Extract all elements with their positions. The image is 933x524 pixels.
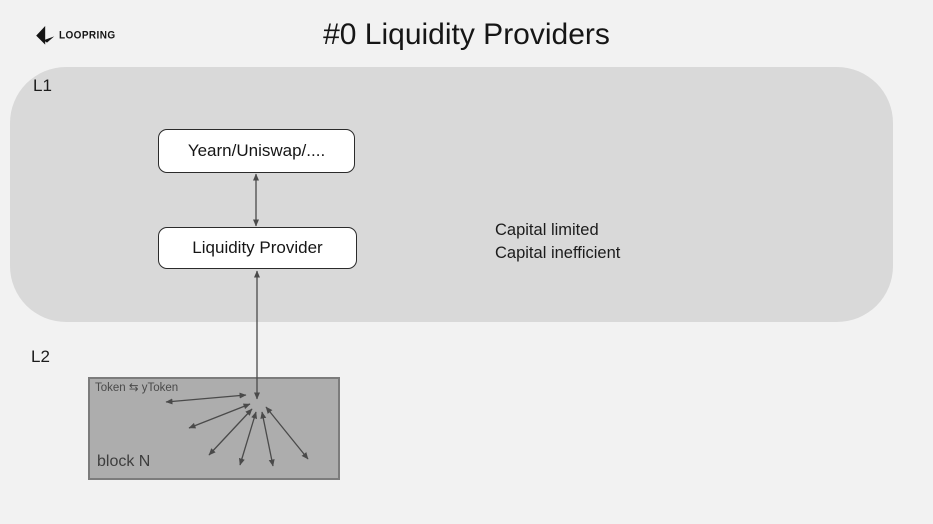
capital-note-line2: Capital inefficient [495, 243, 621, 262]
page-title: #0 Liquidity Providers [323, 18, 610, 51]
l2-block-box: Token ⇆ yToken block N [88, 377, 340, 480]
node-yearn-uniswap-label: Yearn/Uniswap/.... [187, 141, 326, 160]
node-liquidity-provider-label: Liquidity Provider [192, 238, 323, 257]
l1-region [10, 67, 893, 322]
loopring-brand-text: LOOPRING [59, 29, 116, 42]
l1-label: L1 [33, 76, 52, 95]
l2-label: L2 [31, 347, 50, 366]
loopring-logo: LOOPRING [35, 26, 116, 45]
capital-note-line1: Capital limited [495, 221, 599, 239]
capital-notes: Capital limited Capital inefficient [495, 219, 620, 264]
block-n-label: block N [97, 453, 151, 470]
token-swap-label: Token ⇆ yToken [95, 382, 179, 394]
node-liquidity-provider: Liquidity Provider [158, 227, 357, 269]
loopring-logo-icon [35, 26, 55, 45]
node-yearn-uniswap: Yearn/Uniswap/.... [158, 129, 355, 173]
